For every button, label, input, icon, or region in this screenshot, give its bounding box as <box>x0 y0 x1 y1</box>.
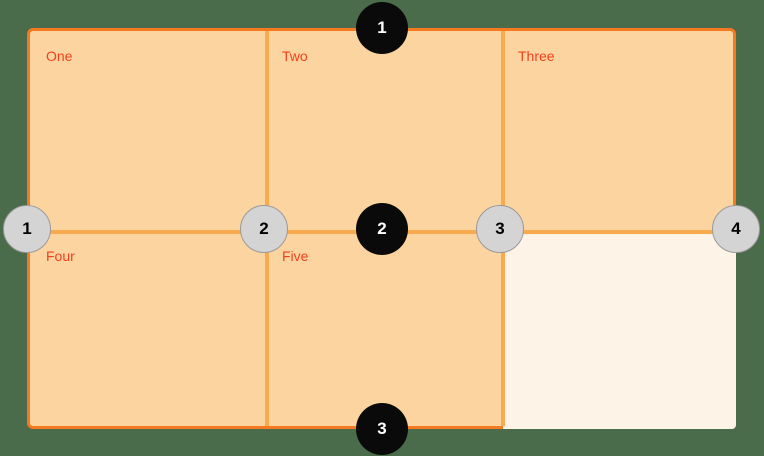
horizontal-marker-2-label: 2 <box>259 219 269 238</box>
vertical-marker-1[interactable]: 1 <box>356 2 408 54</box>
cell-label-five: Five <box>282 248 309 264</box>
horizontal-marker-1-label: 1 <box>22 219 32 238</box>
vertical-marker-3[interactable]: 3 <box>356 403 408 455</box>
vertical-marker-2[interactable]: 2 <box>356 203 408 255</box>
horizontal-marker-3[interactable]: 3 <box>476 205 524 253</box>
cell-label-three: Three <box>518 48 555 64</box>
cell-six-background[interactable] <box>503 232 736 429</box>
vertical-marker-1-label: 1 <box>377 18 387 37</box>
horizontal-marker-2[interactable]: 2 <box>240 205 288 253</box>
vertical-marker-2-label: 2 <box>377 219 387 238</box>
grid-frame <box>27 28 736 429</box>
horizontal-marker-3-label: 3 <box>495 219 505 238</box>
cell-label-one: One <box>46 48 73 64</box>
vertical-marker-3-label: 3 <box>377 419 387 438</box>
cell-label-four: Four <box>46 248 75 264</box>
horizontal-marker-1[interactable]: 1 <box>3 205 51 253</box>
horizontal-marker-4-label: 4 <box>731 219 741 238</box>
horizontal-marker-4[interactable]: 4 <box>712 205 760 253</box>
cell-label-two: Two <box>282 48 308 64</box>
